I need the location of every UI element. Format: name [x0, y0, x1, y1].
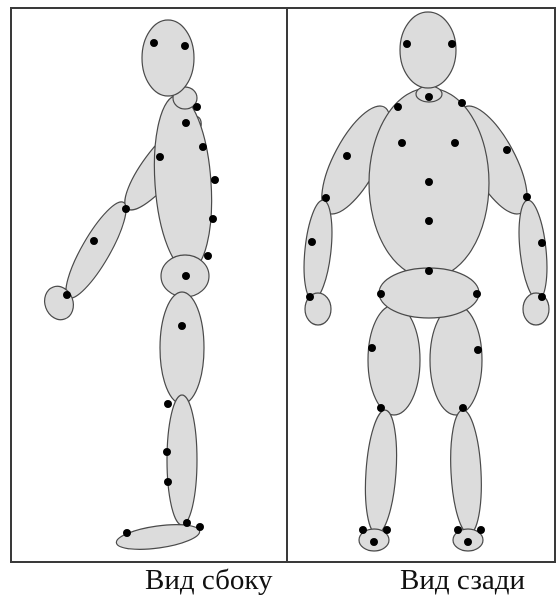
back-view-panel [287, 8, 555, 562]
marker [474, 346, 482, 354]
marker [322, 194, 330, 202]
back-view-caption: Вид сзади [400, 566, 525, 595]
back-pelvis [379, 268, 479, 318]
marker [211, 176, 219, 184]
marker [473, 290, 481, 298]
marker [538, 293, 546, 301]
back-right-thigh [430, 305, 482, 415]
marker [123, 529, 131, 537]
side-view-frame [11, 8, 287, 562]
side-view-caption: Вид сбоку [145, 566, 273, 595]
marker [477, 526, 485, 534]
marker [193, 103, 201, 111]
marker [164, 400, 172, 408]
marker [370, 538, 378, 546]
marker [308, 238, 316, 246]
marker [425, 178, 433, 186]
marker [538, 239, 546, 247]
marker [425, 93, 433, 101]
marker [199, 143, 207, 151]
marker [209, 215, 217, 223]
marker [458, 99, 466, 107]
marker [448, 40, 456, 48]
marker [368, 344, 376, 352]
marker [398, 139, 406, 147]
marker [196, 523, 204, 531]
marker [454, 526, 462, 534]
side-view-panel [11, 8, 287, 562]
side-head [142, 20, 194, 96]
side-shin [167, 395, 197, 525]
marker [181, 42, 189, 50]
marker [183, 519, 191, 527]
marker [377, 290, 385, 298]
marker [63, 291, 71, 299]
marker [464, 538, 472, 546]
back-head [400, 12, 456, 88]
marker [425, 267, 433, 275]
marker [359, 526, 367, 534]
marker [377, 404, 385, 412]
marker [306, 293, 314, 301]
marker [425, 217, 433, 225]
marker [150, 39, 158, 47]
marker [90, 237, 98, 245]
marker [403, 40, 411, 48]
side-thigh [160, 292, 204, 404]
marker [204, 252, 212, 260]
marker [503, 146, 511, 154]
marker [451, 139, 459, 147]
marker [394, 103, 402, 111]
marker [523, 193, 531, 201]
marker [156, 153, 164, 161]
marker [164, 478, 172, 486]
marker [178, 322, 186, 330]
marker [163, 448, 171, 456]
marker [182, 119, 190, 127]
marker [383, 526, 391, 534]
marker [343, 152, 351, 160]
back-left-thigh [368, 305, 420, 415]
marker [182, 272, 190, 280]
marker [459, 404, 467, 412]
marker [122, 205, 130, 213]
